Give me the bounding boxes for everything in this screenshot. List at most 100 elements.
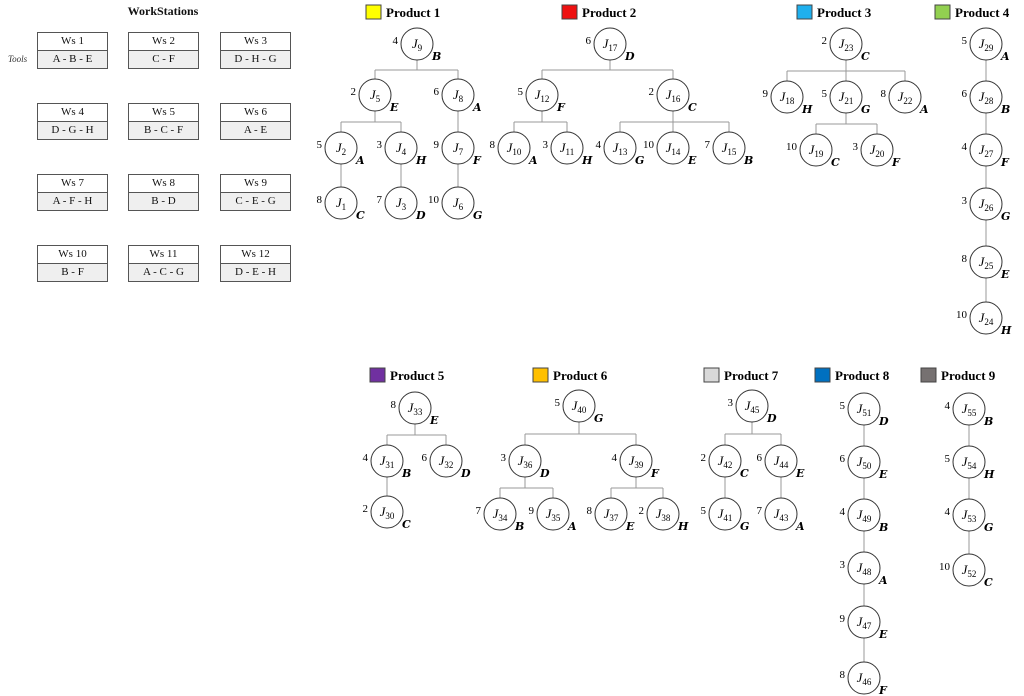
processing-time: 6 (422, 452, 428, 464)
job-circle (952, 445, 986, 479)
job-circle (483, 497, 517, 531)
required-tool: B (401, 467, 411, 480)
required-tool: A (472, 101, 482, 114)
processing-time: 9 (529, 505, 535, 517)
workstation-name: Ws 4 (38, 104, 107, 122)
workstation-tools: C - E - G (221, 193, 290, 210)
job-prefix: J (979, 254, 986, 269)
job-circle (708, 497, 742, 531)
job-label: J41 (718, 506, 733, 523)
workstation-name: Ws 7 (38, 175, 107, 193)
required-tool: F (650, 467, 660, 480)
required-tool: H (801, 103, 813, 116)
required-tool: B (1000, 103, 1010, 116)
job-index: 9 (418, 43, 423, 53)
required-tool: G (1001, 210, 1010, 223)
processing-time: 5 (701, 505, 707, 517)
job-index: 42 (723, 460, 732, 470)
job-prefix: J (857, 560, 864, 575)
product-color-swatch (814, 367, 831, 383)
job-circle (969, 301, 1003, 335)
job-circle (829, 80, 863, 114)
processing-time: 2 (363, 503, 369, 515)
required-tool: C (740, 467, 749, 480)
job-prefix: J (408, 400, 415, 415)
job-label: J12 (535, 87, 550, 104)
job-index: 17 (608, 43, 618, 53)
processing-time: 6 (434, 86, 440, 98)
required-tool: A (795, 520, 805, 533)
job-label: J53 (962, 507, 977, 524)
job-index: 32 (444, 460, 453, 470)
required-tool: A (1000, 50, 1010, 63)
required-tool: E (878, 468, 888, 481)
required-tool: B (983, 415, 993, 428)
processing-time: 2 (822, 35, 828, 47)
job-prefix: J (857, 614, 864, 629)
processing-time: 4 (945, 400, 951, 412)
job-prefix: J (603, 36, 610, 51)
product-tree: Product 1J94BJ52EJ86AJ25AJ43HJ79FJ18CJ37… (317, 4, 482, 222)
job-prefix: J (857, 670, 864, 685)
product-title: Product 8 (835, 368, 890, 383)
job-index: 50 (862, 461, 872, 471)
required-tool: A (355, 154, 365, 167)
job-label: J23 (839, 36, 854, 53)
job-index: 24 (984, 317, 994, 327)
job-prefix: J (898, 89, 905, 104)
job-label: J19 (809, 142, 824, 159)
product-color-swatch (369, 367, 386, 383)
required-tool: A (528, 154, 538, 167)
job-label: J28 (979, 89, 994, 106)
job-circle (847, 605, 881, 639)
required-tool: C (831, 156, 840, 169)
job-index: 43 (779, 513, 789, 523)
job-prefix: J (493, 506, 500, 521)
job-prefix: J (370, 87, 377, 102)
job-circle (969, 187, 1003, 221)
processing-time: 5 (945, 453, 951, 465)
processing-time: 8 (962, 253, 968, 265)
required-tool: D (539, 467, 550, 480)
job-index: 31 (385, 460, 394, 470)
job-index: 51 (862, 408, 871, 418)
product-color-swatch (365, 4, 382, 20)
job-index: 41 (723, 513, 732, 523)
job-prefix: J (453, 140, 460, 155)
job-index: 5 (376, 94, 381, 104)
required-tool: C (984, 576, 993, 589)
job-index: 36 (523, 460, 533, 470)
job-prefix: J (560, 140, 567, 155)
job-circle (799, 133, 833, 167)
job-prefix: J (839, 89, 846, 104)
job-prefix: J (507, 140, 514, 155)
job-label: J38 (656, 506, 671, 523)
processing-time: 8 (317, 194, 323, 206)
processing-time: 2 (701, 452, 707, 464)
workstation-tools: B - F (38, 264, 107, 281)
job-index: 52 (967, 569, 976, 579)
job-circle (952, 553, 986, 587)
job-circle (562, 389, 596, 423)
job-index: 8 (459, 94, 464, 104)
job-circle (829, 27, 863, 61)
job-index: 37 (609, 513, 619, 523)
job-circle (847, 498, 881, 532)
job-label: J27 (979, 142, 994, 159)
workstation-tools: D - G - H (38, 122, 107, 139)
processing-time: 5 (840, 400, 846, 412)
